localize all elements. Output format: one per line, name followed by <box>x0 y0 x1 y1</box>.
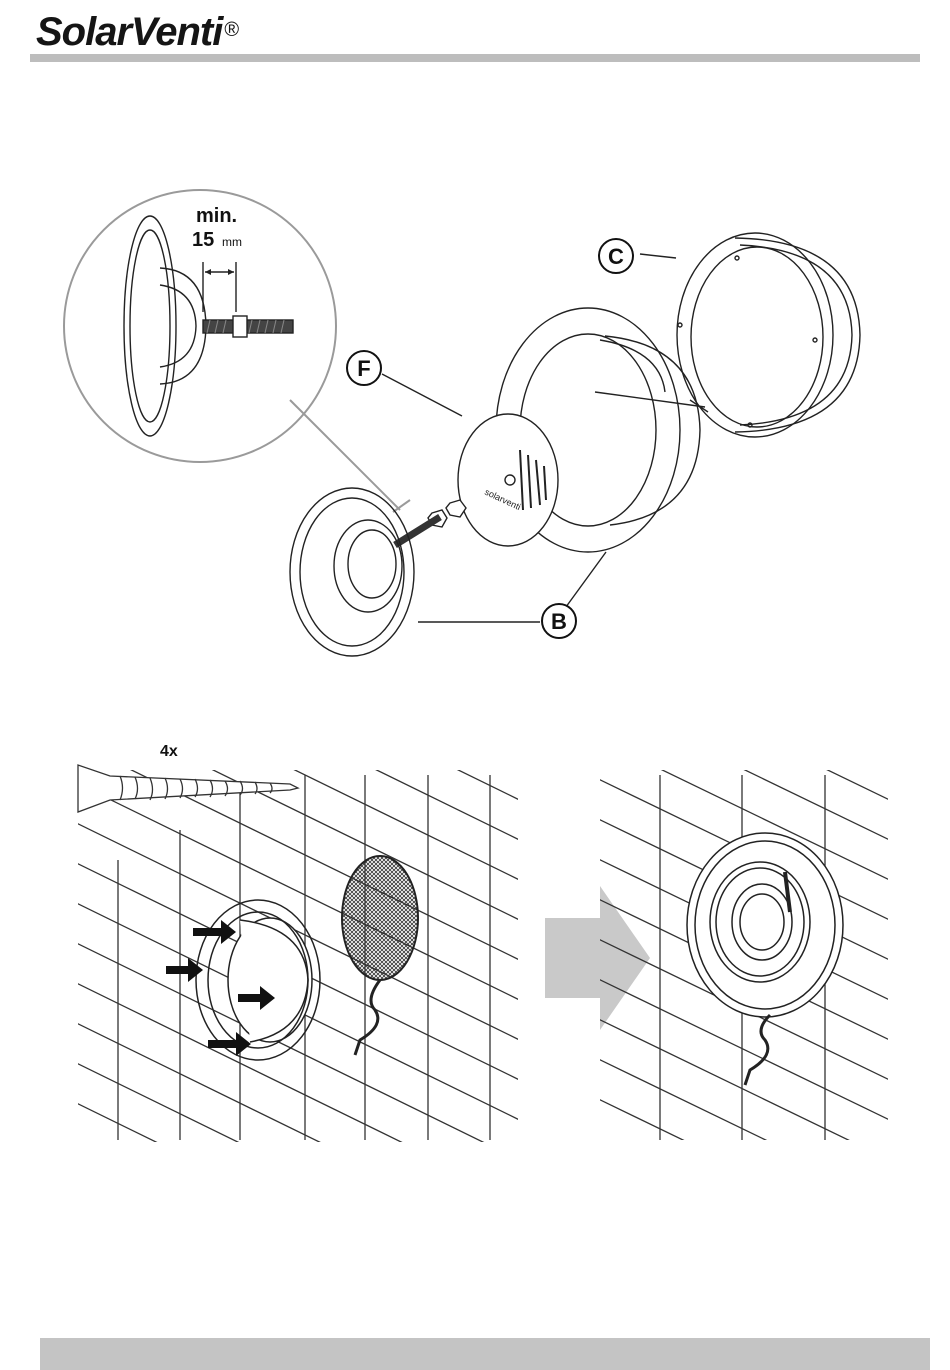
label-b: B <box>542 604 576 638</box>
label-f: F <box>347 351 381 385</box>
nut-and-bolt <box>395 500 466 545</box>
part-b-front-cover <box>290 488 414 656</box>
installed-vent <box>687 833 843 1085</box>
screw <box>78 765 298 812</box>
part-f-plate: solarventi <box>458 414 558 546</box>
detail-min-label: min. <box>196 205 237 227</box>
label-c: C <box>599 239 633 273</box>
flange-on-wall <box>196 900 320 1060</box>
svg-text:C: C <box>608 244 624 269</box>
detail-value: 15 <box>192 229 214 251</box>
wall-panel-left <box>60 535 540 1330</box>
detail-unit: mm <box>222 235 242 249</box>
transition-arrow-icon <box>545 886 650 1030</box>
svg-text:F: F <box>357 356 370 381</box>
screw-count: 4x <box>160 743 178 760</box>
exploded-view: min. 15 mm <box>64 190 860 656</box>
footer-bar <box>40 1338 930 1370</box>
svg-text:B: B <box>551 609 567 634</box>
